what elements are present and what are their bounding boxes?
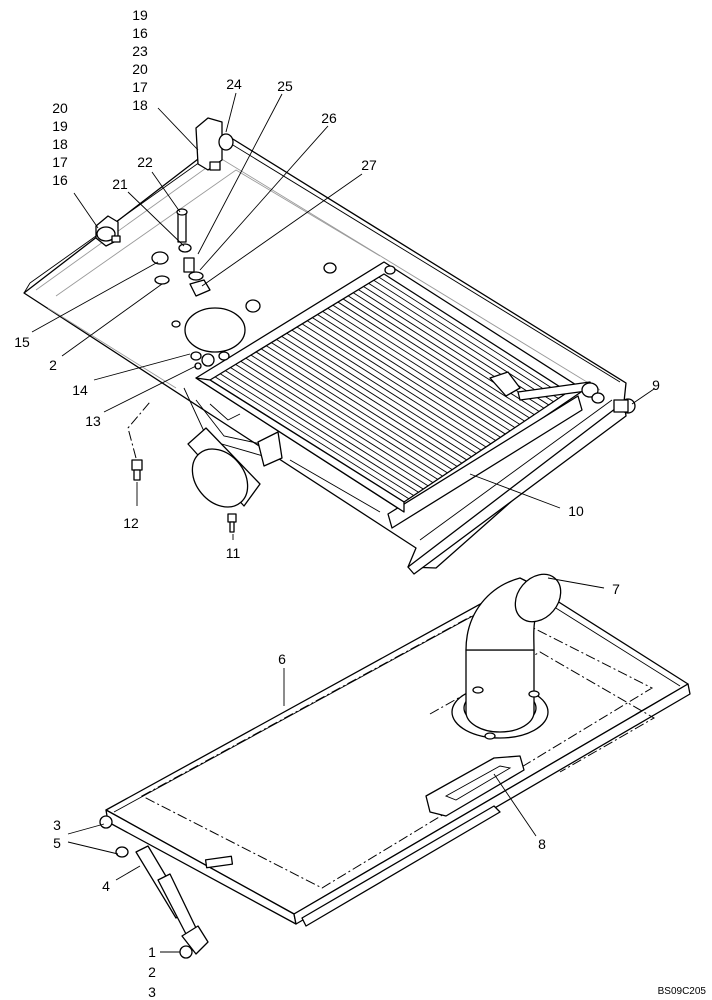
cooler-fin [322, 311, 511, 432]
svg-text:17: 17 [132, 79, 148, 95]
cooler-fin [342, 298, 530, 419]
lift-handle-8 [425, 755, 525, 817]
cooler-fin [250, 354, 443, 477]
cooler-fin [230, 367, 424, 490]
cooler-fin [271, 342, 463, 464]
svg-text:3: 3 [148, 984, 156, 1000]
cooler-fin [240, 360, 434, 483]
callout-14: 14 [72, 382, 88, 398]
callout-15: 15 [14, 334, 30, 350]
svg-text:19: 19 [52, 118, 68, 134]
cooler-fin [301, 323, 492, 445]
cooler-fin [255, 351, 448, 474]
svg-text:2: 2 [148, 964, 156, 980]
cooler-fin [260, 348, 453, 471]
hinge-bracket-left [95, 215, 121, 247]
callout-13: 13 [85, 413, 101, 429]
svg-text:18: 18 [132, 97, 148, 113]
callout-24: 24 [226, 76, 242, 92]
cooler-fins [214, 276, 564, 500]
callout-12: 12 [123, 515, 139, 531]
hinge-bracket-top [195, 117, 234, 171]
cooler-fin [219, 373, 414, 496]
callout-2: 2 [49, 357, 57, 373]
label-stack-top-a: 19 16 23 20 17 18 [132, 7, 148, 113]
label-stack-bottom: 1 2 3 [148, 944, 156, 1000]
svg-text:23: 23 [132, 43, 148, 59]
cooler-fin [286, 332, 477, 454]
svg-text:20: 20 [52, 100, 68, 116]
cooler-fin [347, 295, 535, 416]
label-stack-top-b: 20 19 18 17 16 [52, 100, 68, 188]
cooler-fin [327, 307, 516, 428]
svg-text:19: 19 [132, 7, 148, 23]
cooler-fin [337, 301, 525, 422]
cooler-fin [235, 364, 429, 487]
svg-text:20: 20 [132, 61, 148, 77]
callout-27: 27 [361, 157, 377, 173]
gas-strut-4 [135, 845, 209, 959]
exhaust-tube-lower [187, 427, 261, 508]
cooler-fin [214, 376, 410, 500]
label-stack-left-pair: 3 5 [53, 817, 61, 851]
underside-rails [99, 805, 501, 927]
drawing-reference: BS09C205 [658, 986, 707, 997]
svg-text:16: 16 [132, 25, 148, 41]
cooler-fin [296, 326, 487, 448]
svg-text:1: 1 [148, 944, 156, 960]
callout-8: 8 [538, 836, 546, 852]
callout-4: 4 [102, 878, 110, 894]
cooler-fin [245, 357, 439, 480]
cooler-core-10 [195, 261, 585, 529]
cooler-fin [312, 317, 501, 438]
svg-text:5: 5 [53, 835, 61, 851]
cooler-fin [291, 329, 482, 451]
cooler-fin [378, 276, 564, 396]
bolt-11 [227, 513, 237, 533]
callout-9: 9 [652, 377, 660, 393]
callout-26: 26 [321, 110, 337, 126]
callout-25: 25 [277, 78, 293, 94]
callout-22: 22 [137, 154, 153, 170]
cooler-fin [266, 345, 458, 467]
callout-7: 7 [612, 581, 620, 597]
svg-text:17: 17 [52, 154, 68, 170]
svg-text:3: 3 [53, 817, 61, 833]
cooler-fin [317, 314, 506, 435]
bolt-12 [127, 401, 151, 481]
callout-11: 11 [226, 545, 241, 561]
callout-6: 6 [278, 651, 286, 667]
svg-text:16: 16 [52, 172, 68, 188]
leader-lines [31, 92, 655, 953]
cooler-fin [368, 282, 554, 403]
cooler-fin [332, 304, 521, 425]
callout-10: 10 [568, 503, 584, 519]
cooler-fin [306, 320, 496, 441]
exhaust-stack-7 [451, 573, 562, 740]
cooler-fittings [190, 262, 636, 414]
cooler-fin [276, 339, 467, 461]
cooler-fin [373, 279, 559, 399]
cooler-fin [225, 370, 419, 493]
exhaust-opening-ring [184, 307, 246, 353]
cooler-fin [281, 335, 472, 458]
callout-21: 21 [112, 176, 128, 192]
svg-text:18: 18 [52, 136, 68, 152]
grommet [245, 299, 261, 313]
